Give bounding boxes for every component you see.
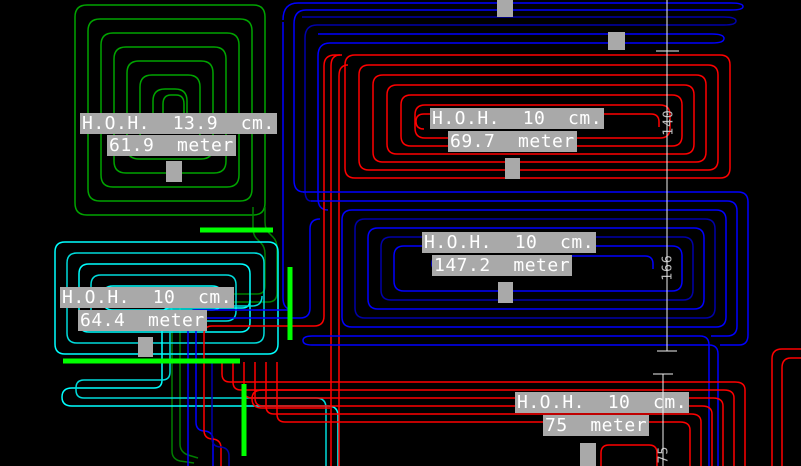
circuit-label-spacing[interactable]: H.O.H. 10 cm. <box>60 287 235 308</box>
connection-marker <box>166 161 182 182</box>
circuit-label-length[interactable]: 64.4 meter <box>78 310 207 331</box>
dimension-text: 166 <box>660 254 676 281</box>
connection-marker <box>498 282 513 303</box>
circuit-label-spacing[interactable]: H.O.H. 13.9 cm. <box>80 113 277 134</box>
circuit-label-spacing[interactable]: H.O.H. 10 cm. <box>422 232 597 253</box>
circuit-label-length[interactable]: 147.2 meter <box>432 255 573 276</box>
connection-marker <box>608 32 625 50</box>
circuit-label-length[interactable]: 61.9 meter <box>107 135 236 156</box>
connection-marker <box>497 0 513 17</box>
connection-marker <box>505 158 520 179</box>
circuit-label-spacing[interactable]: H.O.H. 10 cm. <box>430 108 605 129</box>
circuit-label-length[interactable]: 75 meter <box>543 415 650 436</box>
dimension-text: 75 <box>656 445 672 464</box>
connection-marker <box>580 443 596 466</box>
dimension-text: 140 <box>661 109 677 136</box>
circuit-label-length[interactable]: 69.7 meter <box>448 131 577 152</box>
connection-marker <box>138 337 153 357</box>
circuit-label-spacing[interactable]: H.O.H. 10 cm. <box>515 392 690 413</box>
